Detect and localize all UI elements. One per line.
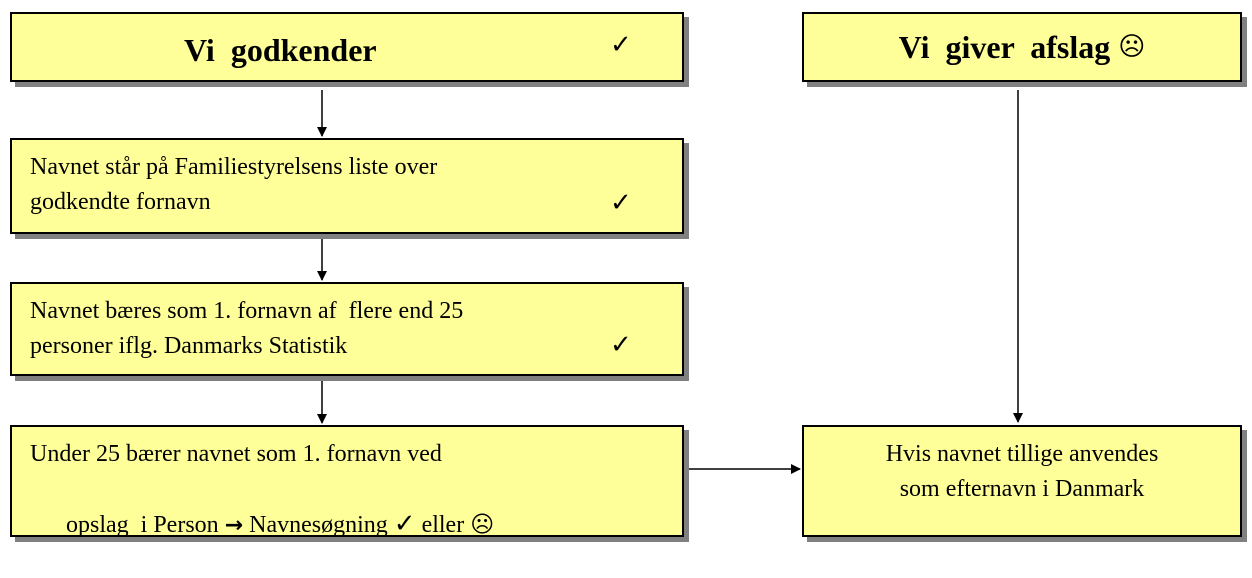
surname-check-box: Hvis navnet tillige anvendes som efterna… xyxy=(802,425,1242,537)
reject-header-box: Vi giver afslag ☹ xyxy=(802,12,1242,82)
right-arrow-icon: → xyxy=(224,513,244,538)
reject-header-title: Vi giver afslag xyxy=(898,29,1119,65)
step-person-lookup-box: Under 25 bærer navnet som 1. fornavn ved… xyxy=(10,425,684,539)
step2-line1: Navnet bæres som 1. fornavn af flere end… xyxy=(30,298,464,324)
step2-line2: personer iflg. Danmarks Statistik xyxy=(30,333,348,359)
step3-line1: Under 25 bærer navnet som 1. fornavn ved xyxy=(30,441,442,467)
frown-icon: ☹ xyxy=(1118,32,1146,62)
approve-header-box: Vi godkender ✓ xyxy=(10,12,684,82)
step3-or-text: eller xyxy=(415,512,471,538)
check-icon: ✓ xyxy=(610,330,632,360)
approve-header-title: Vi godkender xyxy=(184,32,377,68)
step-familiestyrelsen-list-box: Navnet står på Familiestyrelsens liste o… xyxy=(10,138,684,234)
step-danmarks-statistik-box: Navnet bæres som 1. fornavn af flere end… xyxy=(10,282,684,376)
check-icon: ✓ xyxy=(393,509,416,539)
step3-line2: opslag i Person → Navnesøgning ✓ eller ☹ xyxy=(30,472,664,578)
step1-line1: Navnet står på Familiestyrelsens liste o… xyxy=(30,154,438,180)
result-line2: som efternavn i Danmark xyxy=(899,476,1145,502)
result-line1: Hvis navnet tillige anvendes xyxy=(885,441,1159,467)
step1-line2: godkendte fornavn xyxy=(30,189,211,215)
check-icon: ✓ xyxy=(610,188,632,218)
check-icon: ✓ xyxy=(610,30,632,60)
step3-line2-part1: opslag i Person xyxy=(66,512,225,538)
step3-line2-part2: Navnesøgning xyxy=(243,512,394,538)
frown-icon: ☹ xyxy=(470,512,495,538)
